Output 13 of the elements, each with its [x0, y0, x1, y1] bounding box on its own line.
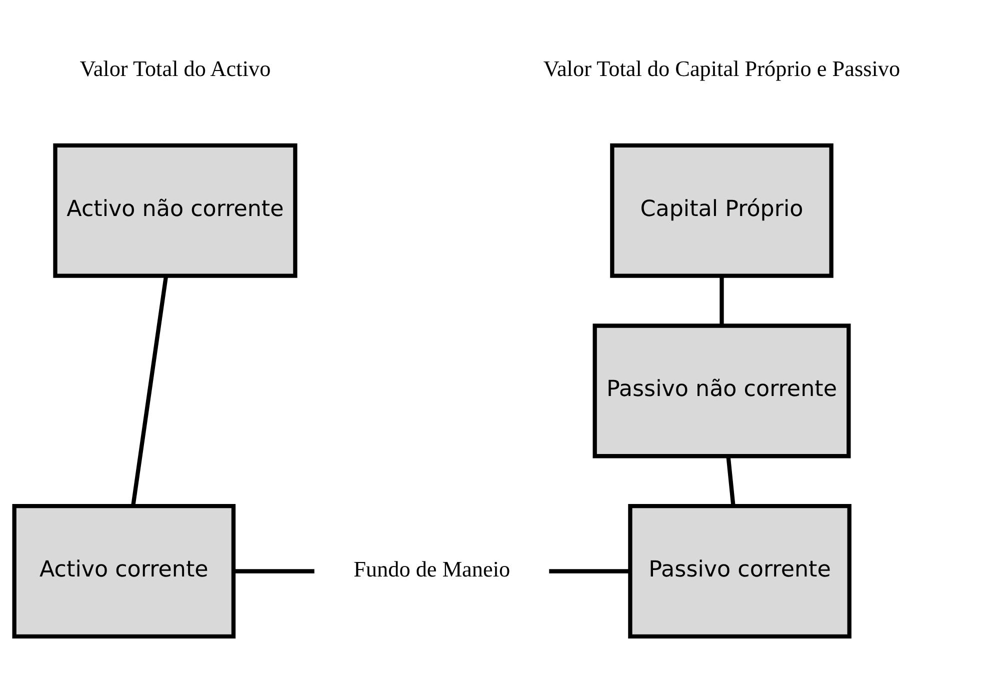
connector — [549, 569, 630, 574]
connector — [726, 456, 736, 506]
node-box: Passivo corrente — [628, 504, 852, 639]
label: Valor Total do Activo — [80, 56, 271, 81]
connector — [720, 276, 724, 326]
node-text: Fundo de Maneio — [354, 556, 510, 582]
label: Valor Total do Capital Próprio e Passivo — [543, 56, 900, 81]
node-box: Passivo não corrente — [592, 324, 851, 458]
node-box: Activo corrente — [12, 504, 236, 639]
connector — [234, 569, 314, 574]
node-box: Activo não corrente — [53, 143, 298, 278]
node-box: Capital Próprio — [610, 143, 834, 278]
connector — [131, 276, 168, 506]
